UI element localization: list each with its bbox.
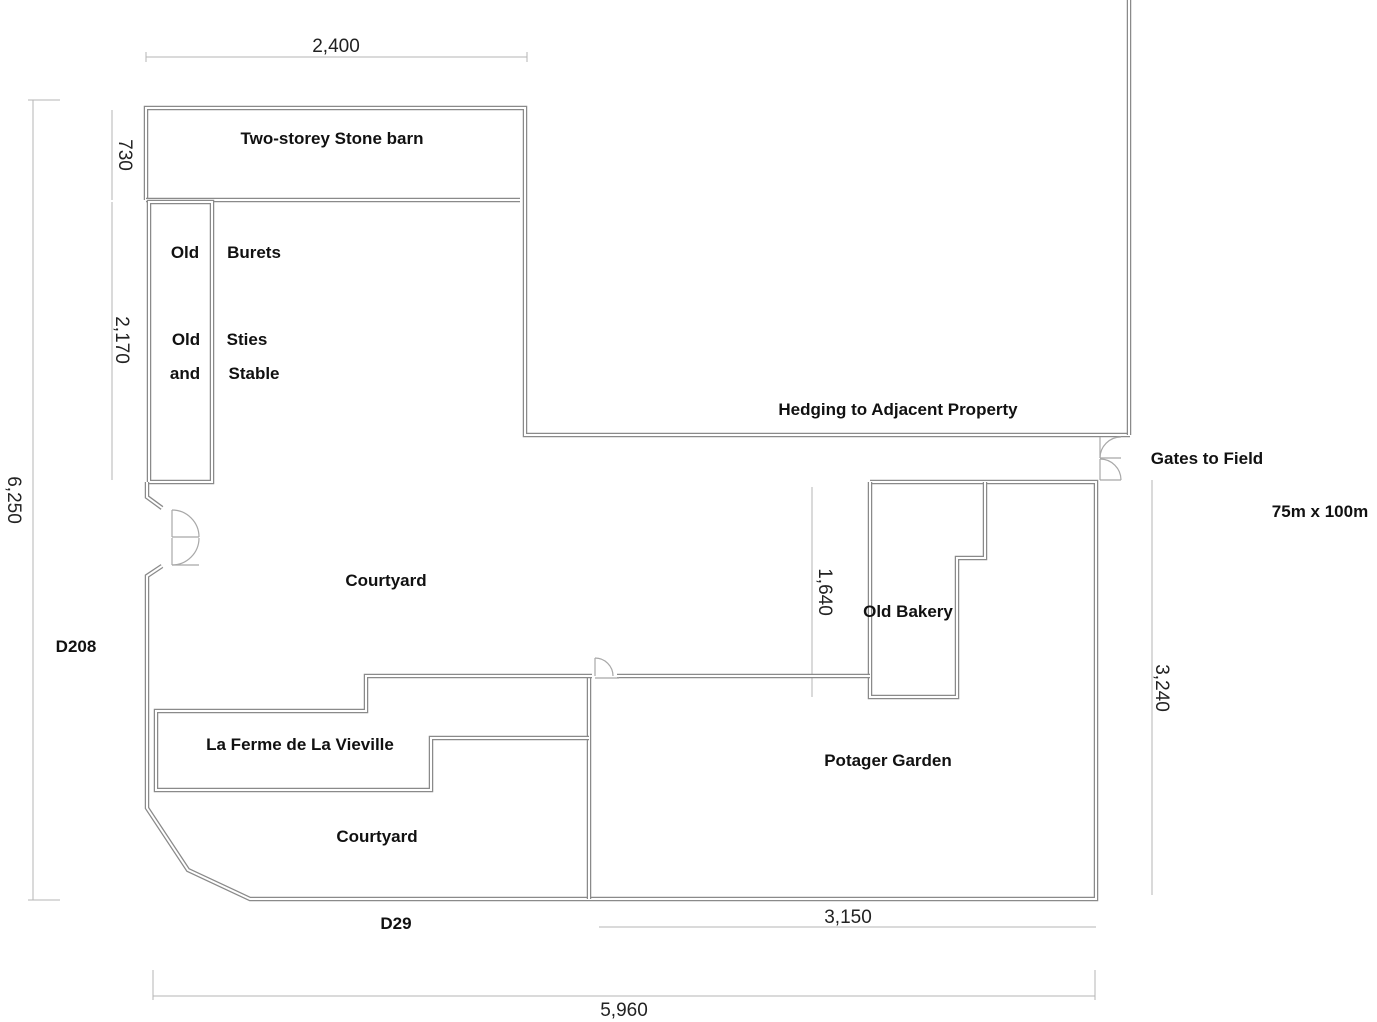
label-stable: Stable: [228, 364, 279, 383]
wall-barn-and-hedge: [143, 105, 1130, 438]
label-courtyard-main: Courtyard: [345, 571, 426, 590]
wall-farmhouse: [153, 673, 592, 793]
label-burets: Burets: [227, 243, 281, 262]
wall-west-upper: [144, 482, 164, 510]
label-farmhouse: La Ferme de La Vieville: [206, 735, 394, 754]
label-road-d208: D208: [56, 637, 97, 656]
label-old-bakery: Old Bakery: [863, 602, 953, 621]
garden-door-icon: [594, 657, 619, 679]
label-burets-old: Old: [171, 243, 199, 262]
west-gate-icon: [171, 509, 200, 566]
label-field-size: 75m x 100m: [1272, 502, 1368, 521]
label-courtyard-small: Courtyard: [336, 827, 417, 846]
dim-top-width: 2,400: [312, 36, 360, 57]
dim-garden-width: 3,150: [824, 907, 872, 928]
label-stone-barn: Two-storey Stone barn: [241, 129, 424, 148]
dim-barn-depth: 730: [114, 139, 135, 171]
walls: [143, 0, 1132, 902]
dimension-lines: [28, 52, 1153, 1000]
label-road-d29: D29: [380, 914, 411, 933]
wall-old-bakery: [867, 482, 988, 700]
label-gates-to-field: Gates to Field: [1151, 449, 1263, 468]
label-sties: Sties: [227, 330, 268, 349]
dim-total-width: 5,960: [600, 1000, 648, 1021]
label-potager-garden: Potager Garden: [824, 751, 952, 770]
label-sties-old: Old: [172, 330, 200, 349]
doors: [171, 436, 1122, 679]
field-gates-icon: [1099, 436, 1122, 481]
dimension-labels: 2,400 730 2,170 6,250 1,640 3,240 3,150 …: [3, 36, 1172, 1021]
label-stable-and: and: [170, 364, 200, 383]
dim-garden-depth: 3,240: [1151, 664, 1172, 712]
label-hedging: Hedging to Adjacent Property: [778, 400, 1018, 419]
labels: Two-storey Stone barn Old Burets Old Sti…: [56, 129, 1369, 933]
dim-total-depth: 6,250: [3, 476, 24, 524]
dim-bakery-length: 1,640: [814, 568, 835, 616]
dim-stables-length: 2,170: [111, 316, 132, 364]
wall-outer-boundary: [144, 479, 1099, 902]
